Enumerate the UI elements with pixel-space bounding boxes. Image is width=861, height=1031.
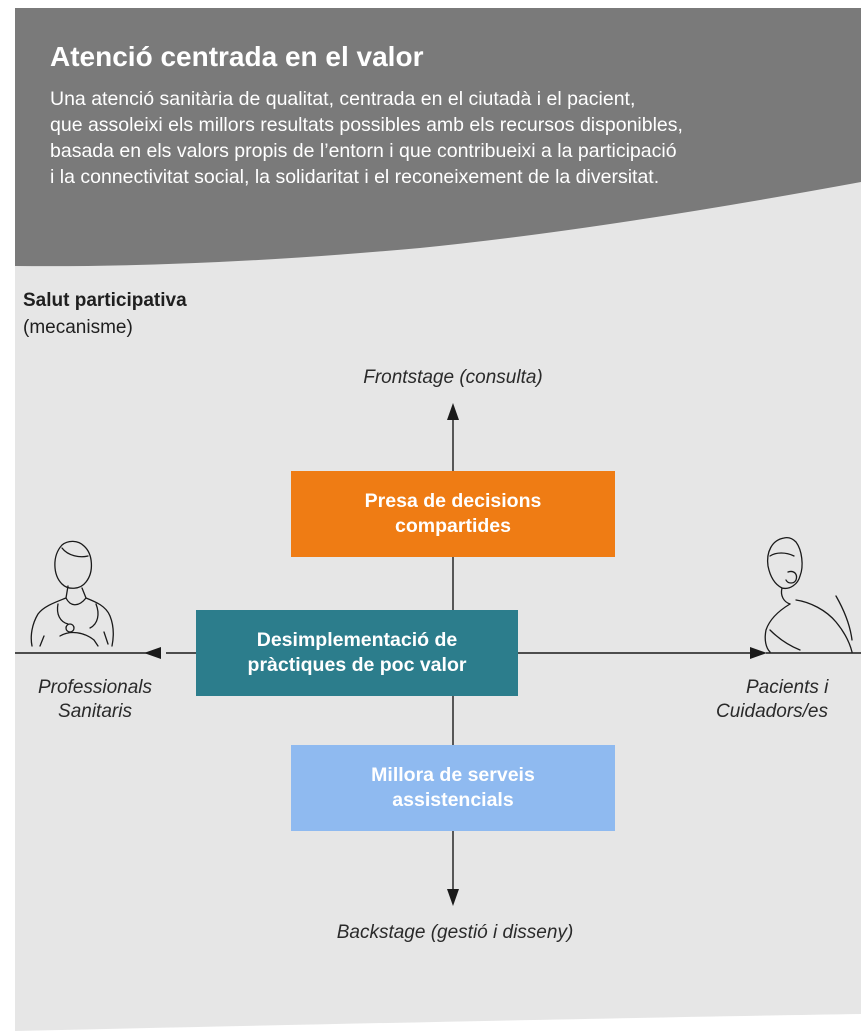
section-subtitle: (mecanisme) [23,317,133,338]
header-band [15,8,861,267]
axis-label-right-line: Pacients i [746,677,829,698]
box-label-line: pràctiques de poc valor [247,654,467,676]
axis-label-left-line: Professionals [37,677,153,698]
axis-label-right-line: Cuidadors/es [716,701,828,722]
arrow-down-icon [447,889,459,906]
header: Atenció centrada en el valor Una atenció… [50,40,850,190]
arrow-right-icon [750,647,767,659]
box-label-line: compartides [395,515,511,537]
axis-label-left: Professionals Sanitaris [20,676,170,724]
doctor-with-stethoscope-icon [30,540,114,647]
axis-label-top: Frontstage (consulta) [363,367,543,388]
box-label-line: Presa de decisions [364,490,542,512]
axis-label-right: Pacients i Cuidadors/es [716,676,861,724]
box-label-line: Millora de serveis [371,764,535,786]
arrow-left-icon [144,647,161,659]
box-label-line: assistencials [392,789,514,811]
axis-label-bottom: Backstage (gestió i disseny) [336,922,574,943]
box-shared-decision-making: Presa de decisions compartides [291,471,615,557]
header-description-line: i la connectivitat social, la solidarita… [50,166,660,188]
box-low-value-deimplementation: Desimplementació de pràctiques de poc va… [196,610,518,696]
header-description-line: que assoleixi els millors resultats poss… [50,114,683,136]
section-title: Salut participativa [23,290,187,311]
arrow-up-icon [447,403,459,420]
box-care-service-improvement: Millora de serveis assistencials [291,745,615,831]
header-description-line: basada en els valors propis de l’entorn … [50,140,677,162]
axis-label-left-line: Sanitaris [58,701,132,722]
elderly-patient-icon [764,536,853,653]
header-description: Una atenció sanitària de qualitat, centr… [50,86,850,190]
header-title: Atenció centrada en el valor [50,41,424,72]
box-label-line: Desimplementació de [256,629,458,651]
header-description-line: Una atenció sanitària de qualitat, centr… [50,88,636,110]
